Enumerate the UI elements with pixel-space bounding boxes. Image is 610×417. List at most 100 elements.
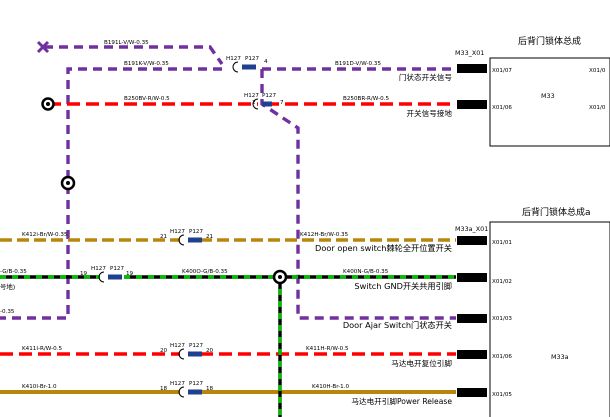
connector-pin-label: 21 — [160, 234, 168, 240]
bottom-assembly-box — [489, 221, 610, 417]
signal-power-release: 马达电开引脚Power Release — [351, 396, 452, 406]
signal-labels: 门状态开关信号 开关信号接地 Door open switch棘轮全开位置开关 … — [0, 72, 452, 406]
signal-switch-ground: 开关信号接地 — [406, 108, 452, 118]
inline-connector-mid: H127 P127 2 7 — [244, 93, 284, 110]
connector-pin-icon — [188, 237, 202, 243]
signal-door-ajar: Door Ajar Switch门状态开关 — [343, 320, 452, 330]
wire-b191l — [44, 45, 224, 65]
label-k411h: K411H-R/W-0.5 — [306, 346, 349, 352]
top-assembly-connector: M33_X01 — [455, 49, 484, 57]
connector-pin-label: 21 — [206, 234, 214, 240]
connector-pin-icon — [262, 101, 272, 107]
inline-connector-19: H127 P127 19 19 — [80, 266, 134, 283]
connector-h127-label: H127 — [170, 229, 185, 235]
label-k410i: K410I-Br-1.0 — [22, 384, 57, 390]
label-b250br: B250BR-R/W-0.5 — [343, 96, 389, 102]
connector-pin-label: 19 — [126, 271, 134, 277]
terminal-block — [457, 64, 487, 73]
inline-connector-20: H127 P127 20 20 — [160, 343, 214, 360]
connector-pin-icon — [108, 274, 122, 280]
top-assembly: 后背门锁体总成 M33_X01 M33 X01/07 X01/06 X01/0 … — [455, 35, 610, 147]
connector-p127-label: P127 — [245, 56, 259, 62]
connector-pin-icon — [242, 64, 256, 70]
connector-socket-icon — [232, 61, 239, 73]
label-g035: -G/B-0.35 — [0, 269, 27, 275]
connector-pin-label: 20 — [206, 348, 214, 354]
connector-pin-label: 2 — [252, 100, 256, 106]
label-b250bv: B250BV-R/W-0.5 — [124, 96, 170, 102]
splice-purple-dot-icon — [66, 181, 70, 185]
terminal-block — [457, 388, 487, 397]
label-k411i: K411I-R/W-0.5 — [22, 346, 62, 352]
connector-pin-label: 19 — [80, 271, 88, 277]
connector-p127-label: P127 — [189, 343, 203, 349]
bottom-assembly-connector: M33a_X01 — [455, 225, 488, 233]
bottom-assembly-name: M33a — [551, 353, 569, 361]
junctions — [36, 40, 288, 285]
inline-connector-21: H127 P127 21 21 — [160, 229, 214, 246]
terminal-blocks — [457, 64, 487, 397]
bottom-pin-06: X01/06 — [492, 354, 512, 360]
signal-left-cut: 号地) — [0, 282, 15, 291]
signal-switch-gnd: Switch GND开关共用引脚 — [354, 281, 452, 291]
signal-motor-reset: 马达电开复位引脚 — [391, 358, 452, 368]
label-k410h: K410H-Br-1.0 — [312, 384, 350, 390]
terminal-block — [457, 314, 487, 323]
connector-h127-label: H127 — [91, 266, 106, 272]
terminal-block — [457, 100, 487, 109]
splice-gnd-dot-icon — [278, 275, 282, 279]
inline-connector-18: H127 P127 18 18 — [160, 381, 214, 398]
purple-circuit — [0, 45, 456, 320]
connector-socket-icon — [178, 234, 185, 246]
green-circuit — [0, 275, 456, 417]
label-k400n: K400N-G/B-0.35 — [343, 269, 389, 275]
label-k412i: K412i-Br/W-0.35 — [22, 232, 68, 238]
top-pin-06: X01/06 — [492, 105, 512, 111]
label-k400o: K400O-G/B-0.35 — [182, 269, 228, 275]
bottom-pin-01: X01/01 — [492, 240, 512, 246]
top-right-pin-a: X01/0 — [589, 68, 606, 74]
top-assembly-name: M33 — [541, 92, 555, 100]
red-circuits — [0, 102, 456, 356]
connector-pin-label: 18 — [160, 386, 168, 392]
wire-b191k — [0, 67, 222, 320]
connector-socket-icon — [178, 348, 185, 360]
connector-p127-label: P127 — [189, 229, 203, 235]
connector-h127-label: H127 — [244, 93, 259, 99]
connector-p127-label: P127 — [262, 93, 276, 99]
connector-socket-icon — [178, 386, 185, 398]
connector-socket-icon — [98, 271, 105, 283]
connector-pin-label: 18 — [206, 386, 214, 392]
label-k412h: K412H-Br/W-0.35 — [300, 232, 349, 238]
wire-labels: B191L-V/W-0.35 B191K-V/W-0.35 B191D-V/W-… — [0, 40, 389, 390]
connector-pin-label: 20 — [160, 348, 168, 354]
label-b191d: B191D-V/W-0.35 — [335, 61, 381, 67]
signal-full-open: Door open switch棘轮全开位置开关 — [315, 243, 452, 253]
connector-h127-label: H127 — [170, 381, 185, 387]
brown-circuits — [0, 238, 456, 394]
bottom-pin-03: X01/03 — [492, 316, 512, 322]
bottom-pin-02: X01/02 — [492, 279, 512, 285]
wire-end-cross-icon — [36, 40, 50, 54]
terminal-block — [457, 350, 487, 359]
bottom-pin-05: X01/05 — [492, 392, 512, 398]
terminal-block — [457, 273, 487, 282]
signal-door-status: 门状态开关信号 — [399, 72, 453, 82]
bottom-assembly-title: 后背门锁体总成a — [522, 206, 591, 218]
connector-socket-icon — [252, 98, 259, 110]
connector-h127-label: H127 — [226, 56, 241, 62]
wire-b191-branch — [260, 69, 456, 320]
top-right-pin-b: X01/0 — [589, 105, 606, 111]
connector-h127-label: H127 — [170, 343, 185, 349]
connector-p127-label: P127 — [189, 381, 203, 387]
ground-terminal-dot-icon — [46, 102, 50, 106]
connector-pin-icon — [188, 389, 202, 395]
connector-pin-icon — [188, 351, 202, 357]
top-assembly-title: 后背门锁体总成 — [518, 35, 581, 47]
terminal-block — [457, 236, 487, 245]
top-pin-07: X01/07 — [492, 68, 512, 74]
inline-connectors: H127 P127 4 H127 P127 2 7 H127 P127 21 2… — [80, 56, 284, 398]
label-v035: -0.35 — [0, 309, 15, 315]
bottom-assembly: 后背门锁体总成a M33a_X01 M33a X01/01 X01/02 X01… — [455, 206, 610, 417]
